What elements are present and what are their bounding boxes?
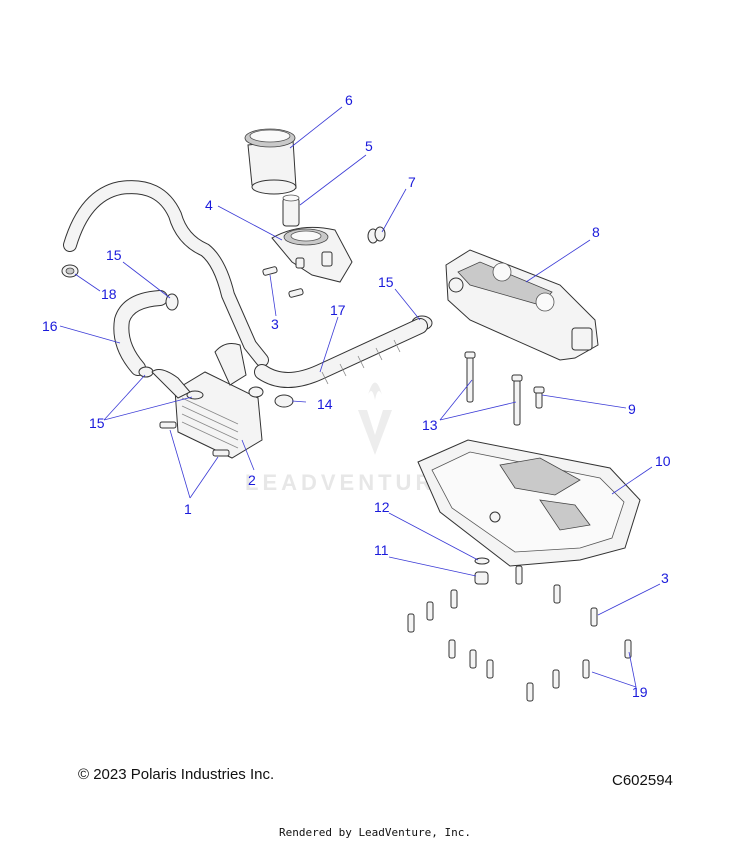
callout-3-upper: 3 [271,316,279,332]
part-filter-stud [282,194,300,227]
callout-19: 19 [632,684,648,700]
callout-1: 1 [184,501,192,517]
part-short-hose [113,290,168,376]
callout-15-right: 15 [378,274,394,290]
copyright-notice: © 2023 Polaris Industries Inc. [78,766,275,783]
part-hose-clamp-18 [61,264,79,278]
callout-9: 9 [628,401,636,417]
part-corrugated-hose [254,318,428,388]
part-drain-plug [474,557,490,585]
callout-8: 8 [592,224,600,240]
callout-labels: 6 5 4 7 8 9 13 10 12 11 3 19 3 15 17 16 … [42,92,671,700]
callout-7: 7 [408,174,416,190]
callout-15-lower: 15 [89,415,105,431]
part-housing-bolts [262,266,304,298]
callout-13: 13 [422,417,438,433]
part-long-hose [63,180,269,367]
part-oil-pan [417,439,641,567]
callout-2: 2 [248,472,256,488]
callout-17: 17 [330,302,346,318]
part-oil-pump [445,249,599,361]
rendered-by-credit: Rendered by LeadVenture, Inc. [278,826,472,839]
callout-14: 14 [317,396,333,412]
callout-5: 5 [365,138,373,154]
callout-10: 10 [655,453,671,469]
part-pump-bolts [464,351,545,426]
diagram-id: C602594 [612,772,673,789]
leadventure-watermark: LEADVENTURE [245,382,454,495]
callout-12: 12 [374,499,390,515]
part-pan-bolts [407,565,632,702]
part-cooler-o-rings [248,386,294,408]
part-filter-housing [271,226,353,283]
callout-11: 11 [374,542,389,558]
callout-4: 4 [205,197,213,213]
leader-lines [59,106,661,688]
watermark-text: LEADVENTURE [245,470,454,495]
part-oil-cooler [151,343,263,459]
callout-3-lower: 3 [661,570,669,586]
part-cooler-bolts [159,421,230,457]
callout-16: 16 [42,318,58,334]
callout-18: 18 [101,286,117,302]
part-o-rings [367,226,386,244]
part-oil-filter [244,128,297,195]
callout-15-upper: 15 [106,247,122,263]
callout-6: 6 [345,92,353,108]
